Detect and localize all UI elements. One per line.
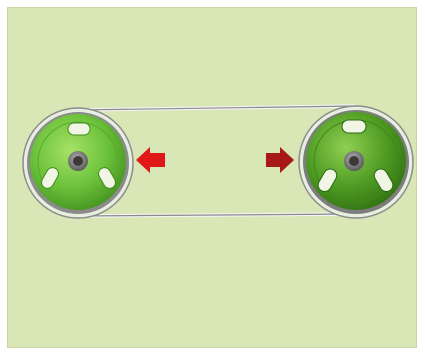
right-arrow-icon xyxy=(266,147,294,173)
left-pulley xyxy=(23,108,133,218)
left-arrow-icon xyxy=(136,147,165,173)
right-pulley xyxy=(299,106,413,218)
